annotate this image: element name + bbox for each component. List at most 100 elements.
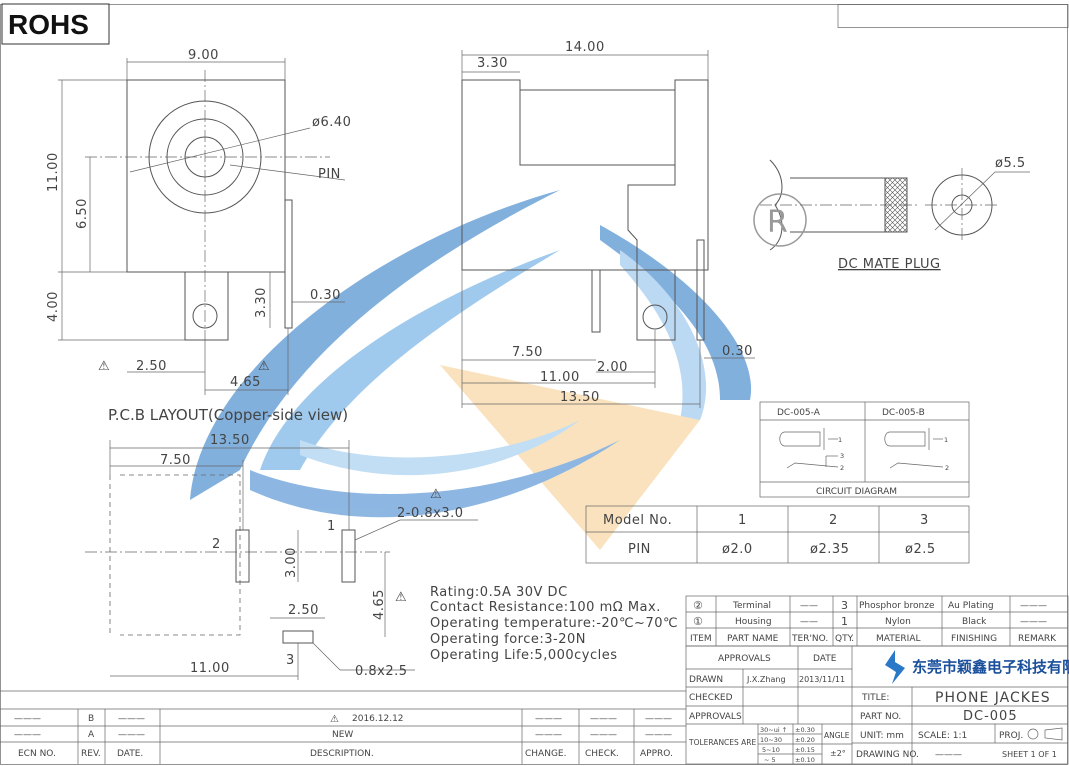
- circuit-a-n2: 2: [840, 464, 844, 472]
- front-tab-hole: [192, 303, 218, 329]
- rev-a-check: ———: [590, 730, 617, 740]
- rev-header-desc: DESCRIPTION.: [310, 749, 374, 759]
- side-inner: [627, 165, 676, 270]
- dim-diameter: ø6.40: [312, 115, 351, 130]
- tol-range-3: ~ 5: [764, 756, 776, 764]
- circuit-b-n1: 1: [944, 436, 948, 444]
- model-header-1: 1: [738, 513, 747, 528]
- rev-a-date: ———: [118, 730, 145, 740]
- bom-ter-1: ——: [800, 617, 818, 627]
- bom-qty-2: 3: [841, 599, 848, 612]
- dim-bottom: 4.00: [46, 291, 61, 322]
- dim-pin-t: 0.30: [310, 288, 341, 303]
- circuit-a-plug-icon: [779, 431, 821, 447]
- tb-tolerances-label: TOLERANCES ARE: [688, 738, 757, 747]
- model-cell-1: ø2.0: [722, 542, 753, 557]
- rect-leader: [312, 642, 341, 671]
- pin-leader: [229, 164, 346, 181]
- pcb-title: P.C.B LAYOUT(Copper-side view): [108, 406, 348, 424]
- tb-drawn-label: DRAWN: [689, 675, 723, 685]
- dim-d3: 11.00: [540, 370, 580, 385]
- tb-scale: SCALE: 1:1: [918, 731, 967, 741]
- dim-slot: 2-0.8x3.0: [397, 506, 464, 521]
- bom-remark-2: ———: [1020, 601, 1047, 611]
- model-cell-2: ø2.35: [810, 542, 849, 557]
- tb-unit: UNIT: mm: [860, 731, 904, 741]
- rev-b-rev: B: [88, 714, 94, 724]
- bom-ter-2: ——: [800, 601, 818, 611]
- model-header-3: 3: [920, 513, 929, 528]
- rev-header-change: CHANGE.: [525, 749, 566, 759]
- dim-height: 11.00: [46, 152, 61, 192]
- circuit-b-n2: 2: [945, 464, 949, 472]
- revision-table: ——— B ——— ⚠ 2016.12.12 ——— ——— ——— ——— A…: [0, 690, 686, 764]
- dim-pin-h: 3.30: [254, 287, 269, 318]
- model-table: Model No. 1 2 3 PIN ø2.0 ø2.35 ø2.5: [585, 505, 970, 564]
- dim-d1: 7.50: [512, 345, 543, 360]
- circuit-a-n3: 3: [840, 452, 844, 460]
- dim-width: 9.00: [188, 48, 219, 63]
- pin-number-3: 3: [286, 653, 295, 668]
- tol-val-1: ±0.20: [795, 736, 815, 744]
- circuit-frame: [759, 401, 970, 498]
- bom-finish-2: Au Plating: [948, 601, 994, 611]
- tb-drawing-value: ———: [935, 750, 962, 760]
- dim-250: 2.50: [288, 603, 319, 618]
- dim-11: 11.00: [190, 661, 230, 676]
- warning-triangle-icon: ⚠: [258, 359, 270, 374]
- rev-a-desc: NEW: [332, 730, 353, 740]
- model-table-frame: [585, 505, 970, 564]
- title-box-top: [837, 4, 1069, 28]
- note-life: Operating Life:5,000cycles: [430, 648, 618, 663]
- drawing-frame: [0, 4, 1068, 765]
- rev-header-ecn: ECN NO.: [18, 749, 56, 759]
- dim-center: 6.50: [75, 198, 90, 229]
- model-cell-pin: PIN: [628, 542, 651, 557]
- title-block-frame: [685, 645, 1069, 765]
- pin-number-2: 2: [212, 537, 221, 552]
- rev-a-change: ———: [535, 730, 562, 740]
- rev-b-change: ———: [535, 714, 562, 724]
- tb-angle-val: ±2°: [830, 749, 846, 758]
- pcb-slot-3: [282, 630, 314, 644]
- tb-checked-label: CHECKED: [689, 693, 733, 703]
- side-pin-1: [591, 269, 601, 333]
- bom-remark-1: ———: [1020, 617, 1047, 627]
- circuit-title: CIRCUIT DIAGRAM: [816, 487, 897, 497]
- rev-header-appro: APPRO.: [640, 749, 673, 759]
- rev-header-check: CHECK.: [585, 749, 619, 759]
- rev-header-date: DATE.: [117, 749, 143, 759]
- watermark-logo: [190, 190, 752, 550]
- tb-part-label: PART NO.: [860, 712, 901, 722]
- model-header-0: Model No.: [603, 513, 672, 528]
- tol-val-3: ±0.10: [795, 756, 815, 764]
- warning-triangle-icon: ⚠: [430, 487, 442, 502]
- rev-a-ecn: ———: [14, 730, 41, 740]
- diameter-leader: [129, 127, 311, 173]
- pin-number-1: 1: [327, 519, 336, 534]
- circuit-a-spring: [786, 462, 839, 469]
- rev-header-rev: REV.: [81, 749, 101, 759]
- watermark-triangle: [440, 365, 700, 550]
- bom-item-1: ①: [693, 615, 703, 628]
- plug-diameter: ø5.5: [995, 156, 1026, 171]
- dim-d4: 13.50: [560, 390, 600, 405]
- watermark-arc-6: [300, 420, 580, 476]
- side-pin-2: [696, 239, 705, 341]
- rohs-box: [1, 3, 110, 45]
- tb-approvals-label: APPROVALS: [689, 712, 742, 722]
- front-body: [126, 79, 286, 273]
- bom-header-finishing: FINISHING: [951, 634, 997, 644]
- bom-header-qty: QTY.: [835, 634, 854, 644]
- tb-proj: PROJ.: [999, 731, 1023, 741]
- spec-notes: Rating:0.5A 30V DC Contact Resistance:10…: [430, 585, 678, 663]
- projection-symbol-icon: [1027, 728, 1039, 740]
- rev-b-check: ———: [590, 714, 617, 724]
- projection-cone-icon: [1044, 727, 1063, 741]
- bom-finish-1: Black: [962, 617, 987, 627]
- note-temperature: Operating temperature:-20℃~70℃: [430, 616, 678, 631]
- dim-pin-t: 0.30: [722, 344, 753, 359]
- rev-b-appro: ———: [645, 714, 672, 724]
- rev-b-ecn: ———: [14, 714, 41, 724]
- pcb-layout: P.C.B LAYOUT(Copper-side view) 13.50 7.5…: [85, 406, 478, 680]
